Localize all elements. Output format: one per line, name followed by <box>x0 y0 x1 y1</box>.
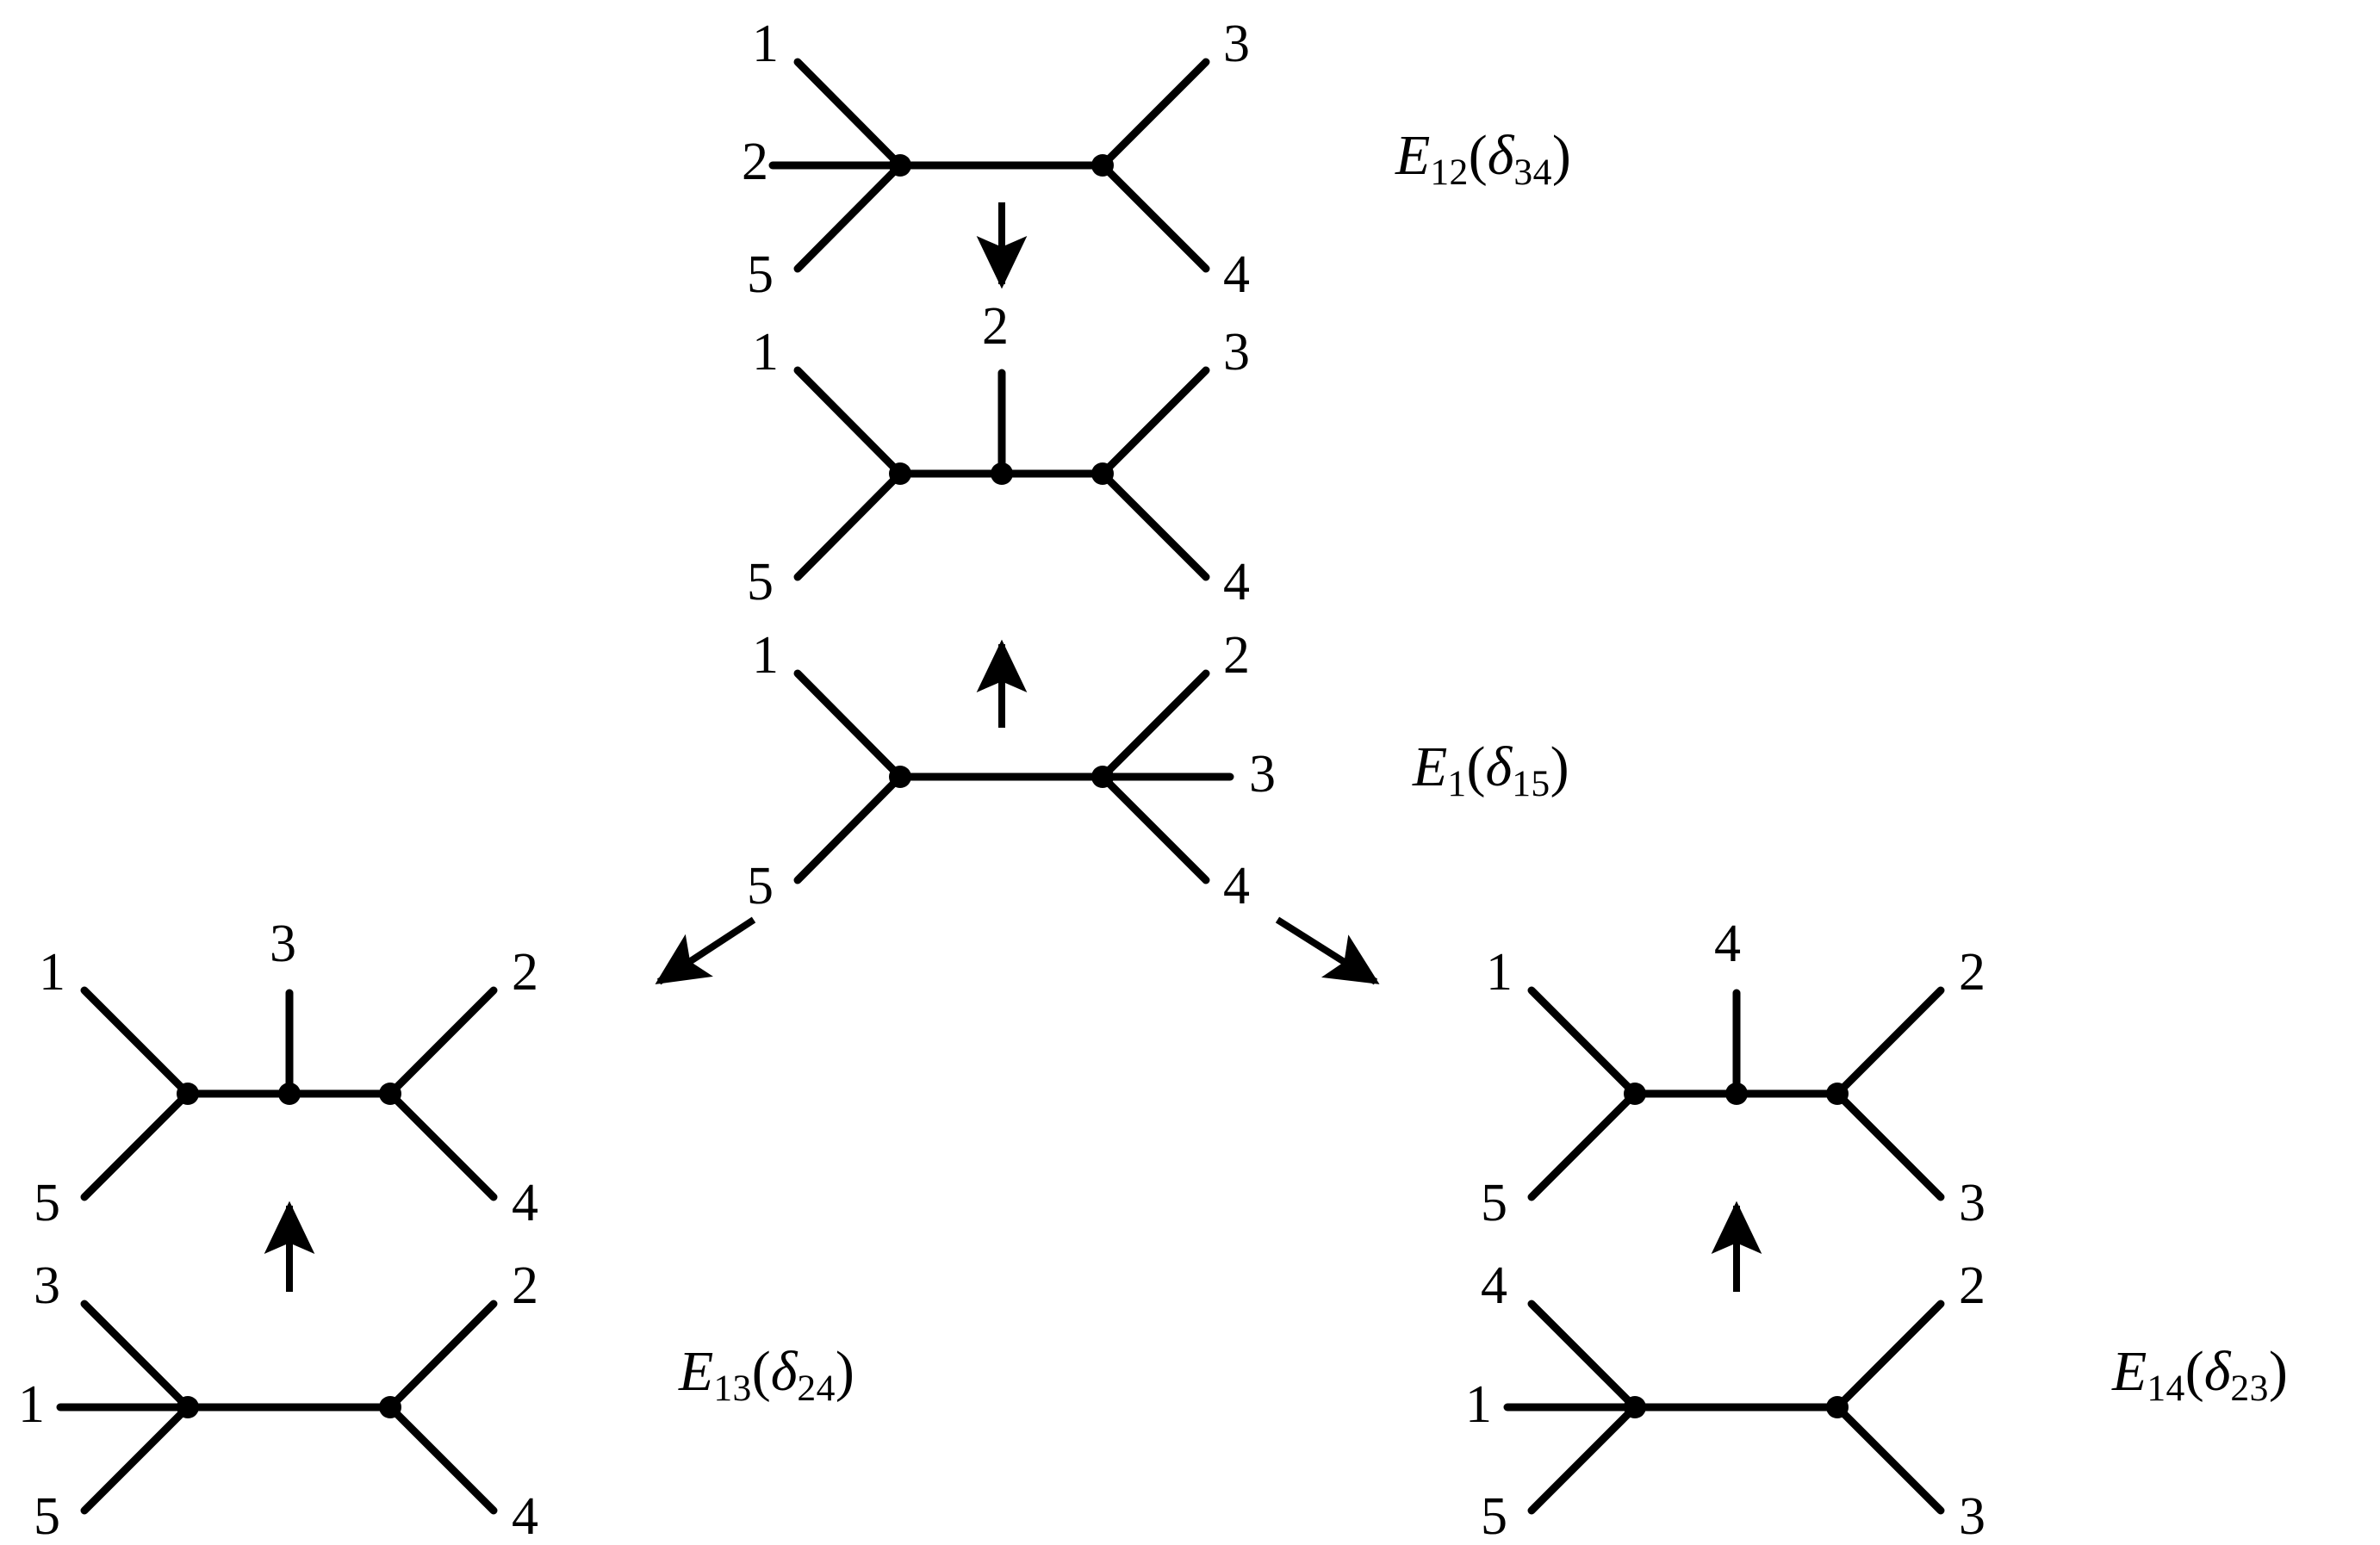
arrow-diagonal-down-right <box>1275 916 1380 985</box>
leg-label-br-lower-4: 4 <box>1481 1256 1507 1315</box>
equation-label-e13-delta24: E13(δ24) <box>679 1343 854 1408</box>
eq-delta-subscript: 34 <box>1513 152 1552 194</box>
diagram-bottom-left-lower-vertices <box>177 1396 401 1418</box>
eq-delta-subscript: 23 <box>2230 1368 2269 1410</box>
leg-label-bl-upper-2: 2 <box>512 943 538 1002</box>
diagram-bottom-right-lower-lines <box>1503 1300 1945 1515</box>
eq-close-paren: ) <box>1550 735 1569 798</box>
leg-label-third-3: 3 <box>1249 745 1276 804</box>
diagram-second-vertices <box>889 462 1114 485</box>
leg-label-br-lower-3: 3 <box>1959 1487 1985 1545</box>
eq-open-paren: ( <box>1466 735 1486 798</box>
leg-label-bl-upper-3: 3 <box>270 915 296 973</box>
leg-label-top-2: 2 <box>742 133 768 191</box>
diagram-third-lines <box>793 669 1234 884</box>
eq-open-paren: ( <box>2184 1340 2204 1403</box>
eq-symbol-e: E <box>1395 124 1431 187</box>
eq-subscript: 12 <box>1430 152 1469 194</box>
diagram-second-lines <box>793 366 1210 581</box>
equation-label-e14-delta23: E14(δ23) <box>2112 1343 2288 1408</box>
diagram-bottom-left-upper-vertices <box>177 1083 401 1105</box>
leg-label-br-lower-1: 1 <box>1465 1375 1492 1434</box>
eq-subscript: 13 <box>713 1368 752 1410</box>
diagram-bottom-right-lower-vertices <box>1624 1396 1849 1418</box>
leg-label-br-upper-1: 1 <box>1486 943 1513 1002</box>
leg-label-br-upper-3: 3 <box>1959 1174 1985 1232</box>
eq-subscript: 14 <box>2147 1368 2185 1410</box>
eq-symbol-e: E <box>679 1340 714 1403</box>
eq-symbol-e: E <box>1413 735 1448 798</box>
eq-delta: δ <box>1487 124 1514 187</box>
diagram-bottom-left-lower-lines <box>56 1300 498 1515</box>
eq-open-paren: ( <box>1468 124 1488 187</box>
leg-label-bl-lower-4: 4 <box>512 1487 538 1545</box>
diagram-bottom-left-upper-lines <box>80 986 498 1201</box>
leg-label-bl-lower-3: 3 <box>34 1256 60 1315</box>
leg-label-top-3: 3 <box>1223 15 1250 73</box>
leg-label-br-lower-5: 5 <box>1481 1487 1507 1545</box>
leg-label-third-4: 4 <box>1223 857 1250 915</box>
leg-label-br-lower-2: 2 <box>1959 1256 1985 1315</box>
eq-delta: δ <box>1485 735 1513 798</box>
diagram-bottom-right-upper-lines <box>1527 986 1945 1201</box>
leg-label-bl-upper-1: 1 <box>39 943 65 1002</box>
leg-label-bl-upper-4: 4 <box>512 1174 538 1232</box>
leg-label-bl-lower-5: 5 <box>34 1487 60 1545</box>
eq-close-paren: ) <box>2268 1340 2288 1403</box>
diagram-bottom-right-upper-vertices <box>1624 1083 1849 1105</box>
eq-close-paren: ) <box>835 1340 854 1403</box>
leg-label-top-1: 1 <box>752 15 779 73</box>
diagram-top-vertices <box>889 154 1114 177</box>
leg-label-bl-upper-5: 5 <box>34 1174 60 1232</box>
leg-label-third-5: 5 <box>747 857 774 915</box>
diagram-top-lines <box>768 58 1210 273</box>
leg-label-br-upper-2: 2 <box>1959 943 1985 1002</box>
leg-label-second-5: 5 <box>747 553 774 611</box>
eq-delta: δ <box>2203 1340 2231 1403</box>
diagram-third-vertices <box>889 766 1114 788</box>
leg-label-third-2: 2 <box>1223 626 1250 685</box>
eq-open-paren: ( <box>751 1340 771 1403</box>
leg-label-bl-lower-1: 1 <box>18 1375 45 1434</box>
leg-label-third-1: 1 <box>752 626 779 685</box>
leg-label-top-4: 4 <box>1223 245 1250 304</box>
equation-label-e12-delta34: E12(δ34) <box>1395 127 1571 192</box>
eq-delta: δ <box>770 1340 798 1403</box>
eq-subscript: 1 <box>1447 763 1467 805</box>
eq-symbol-e: E <box>2112 1340 2147 1403</box>
leg-label-br-upper-4: 4 <box>1714 915 1741 973</box>
arrow-label-2: 2 <box>982 297 1009 356</box>
leg-label-second-3: 3 <box>1223 323 1250 382</box>
leg-label-second-1: 1 <box>752 323 779 382</box>
equation-label-e1-delta15: E1(δ15) <box>1413 739 1569 804</box>
leg-label-top-5: 5 <box>747 245 774 304</box>
arrow-diagonal-down-left <box>655 916 756 985</box>
eq-delta-subscript: 15 <box>1512 763 1550 805</box>
leg-label-br-upper-5: 5 <box>1481 1174 1507 1232</box>
eq-delta-subscript: 24 <box>797 1368 836 1410</box>
leg-label-second-4: 4 <box>1223 553 1250 611</box>
leg-label-bl-lower-2: 2 <box>512 1256 538 1315</box>
eq-close-paren: ) <box>1551 124 1571 187</box>
